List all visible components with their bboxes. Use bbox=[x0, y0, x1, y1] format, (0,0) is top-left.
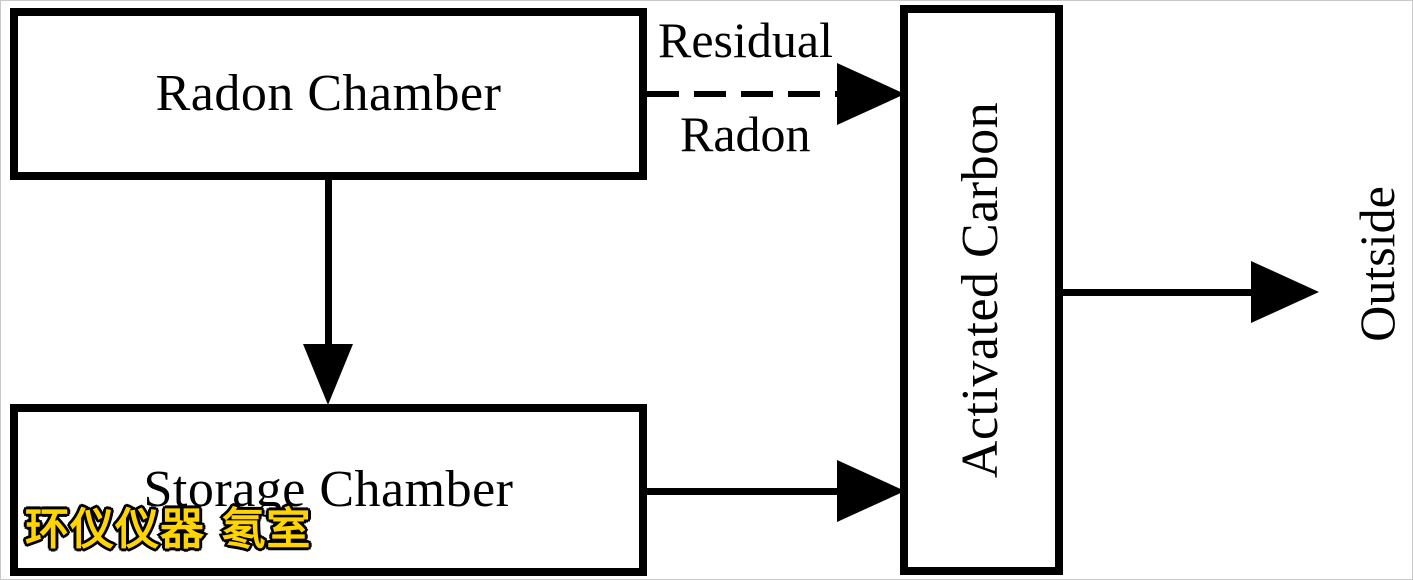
edge-radon-to-carbon-dashed-line bbox=[647, 91, 843, 97]
edge-label-residual: Residual bbox=[658, 12, 833, 68]
node-activated-carbon: Activated Carbon bbox=[900, 5, 1063, 575]
node-activated-carbon-label: Activated Carbon bbox=[952, 101, 1010, 479]
edge-storage-to-carbon-arrowhead-icon bbox=[837, 460, 905, 522]
node-storage-chamber: Storage Chamber bbox=[10, 404, 647, 576]
edge-label-radon: Radon bbox=[680, 106, 811, 162]
edge-radon-to-storage-line bbox=[325, 177, 332, 347]
edge-storage-to-carbon-line bbox=[647, 488, 845, 495]
node-radon-chamber-label: Radon Chamber bbox=[155, 65, 502, 122]
edge-radon-to-carbon-arrowhead-icon bbox=[837, 63, 905, 125]
watermark-text: 环仪仪器 氡室 bbox=[23, 503, 312, 556]
node-storage-chamber-label: Storage Chamber bbox=[143, 461, 514, 518]
node-radon-chamber: Radon Chamber bbox=[10, 8, 647, 180]
terminal-label-outside: Outside bbox=[1349, 186, 1405, 342]
edge-radon-to-storage-arrowhead-icon bbox=[303, 344, 353, 405]
edge-carbon-to-outside-line bbox=[1061, 289, 1257, 296]
edge-carbon-to-outside-arrowhead-icon bbox=[1251, 261, 1319, 323]
